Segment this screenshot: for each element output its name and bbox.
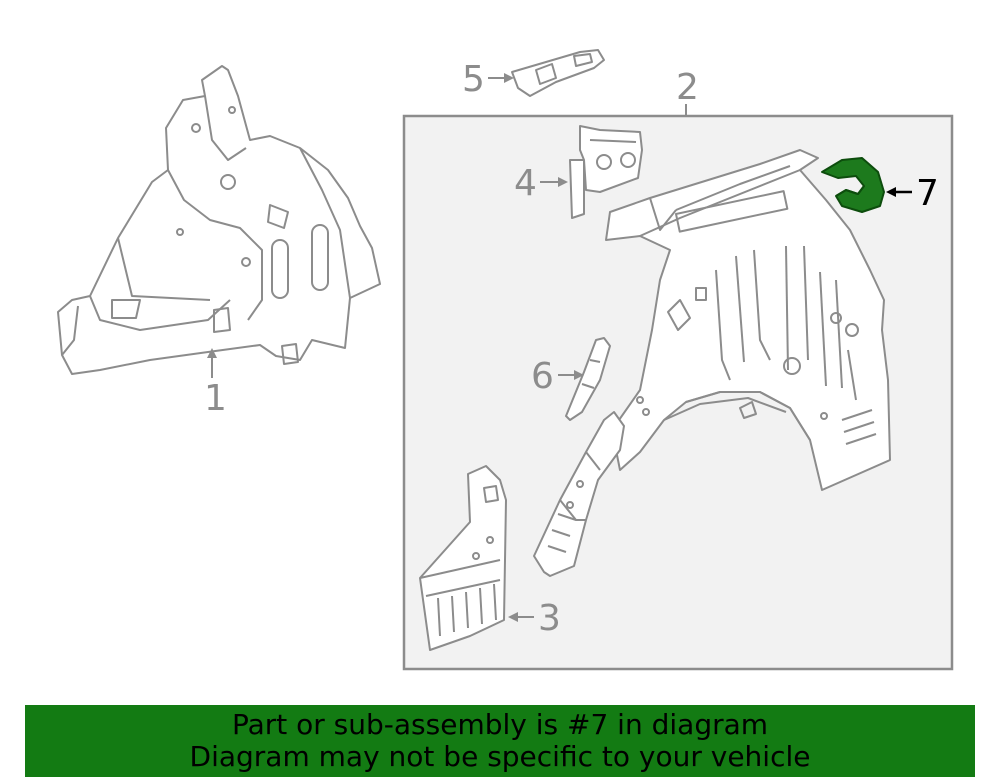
callout-arrowhead-3 [508, 612, 518, 622]
callout-label-4[interactable]: 4 [514, 163, 537, 204]
callout-label-5[interactable]: 5 [462, 59, 485, 100]
callout-label-3[interactable]: 3 [538, 598, 561, 639]
callout-arrowhead-1 [207, 348, 217, 358]
part-5-bracket[interactable] [511, 49, 605, 97]
part-2-quarter-inner[interactable] [605, 149, 891, 491]
banner-line-2: Diagram may not be specific to your vehi… [189, 740, 811, 773]
callout-arrowhead-6 [574, 370, 584, 380]
callout-arrowhead-4 [558, 177, 568, 187]
callout-label-6[interactable]: 6 [531, 356, 554, 397]
callout-arrowhead-7 [886, 187, 896, 197]
part-2-arch-rail[interactable] [533, 411, 625, 577]
info-banner: Part or sub-assembly is #7 in diagram Di… [25, 705, 975, 777]
part-7-bracket-highlighted[interactable] [821, 157, 885, 213]
banner-line-1: Part or sub-assembly is #7 in diagram [231, 708, 769, 741]
callout-label-2[interactable]: 2 [676, 67, 699, 108]
callout-label-1[interactable]: 1 [204, 378, 227, 419]
part-1-wheelhouse[interactable] [57, 65, 381, 375]
part-4-bracket[interactable] [569, 125, 643, 219]
callout-label-7[interactable]: 7 [916, 173, 939, 214]
part-3-extension-panel[interactable] [419, 465, 507, 651]
callout-arrowhead-5 [504, 73, 514, 83]
part-6-reinforcement[interactable] [565, 337, 611, 421]
